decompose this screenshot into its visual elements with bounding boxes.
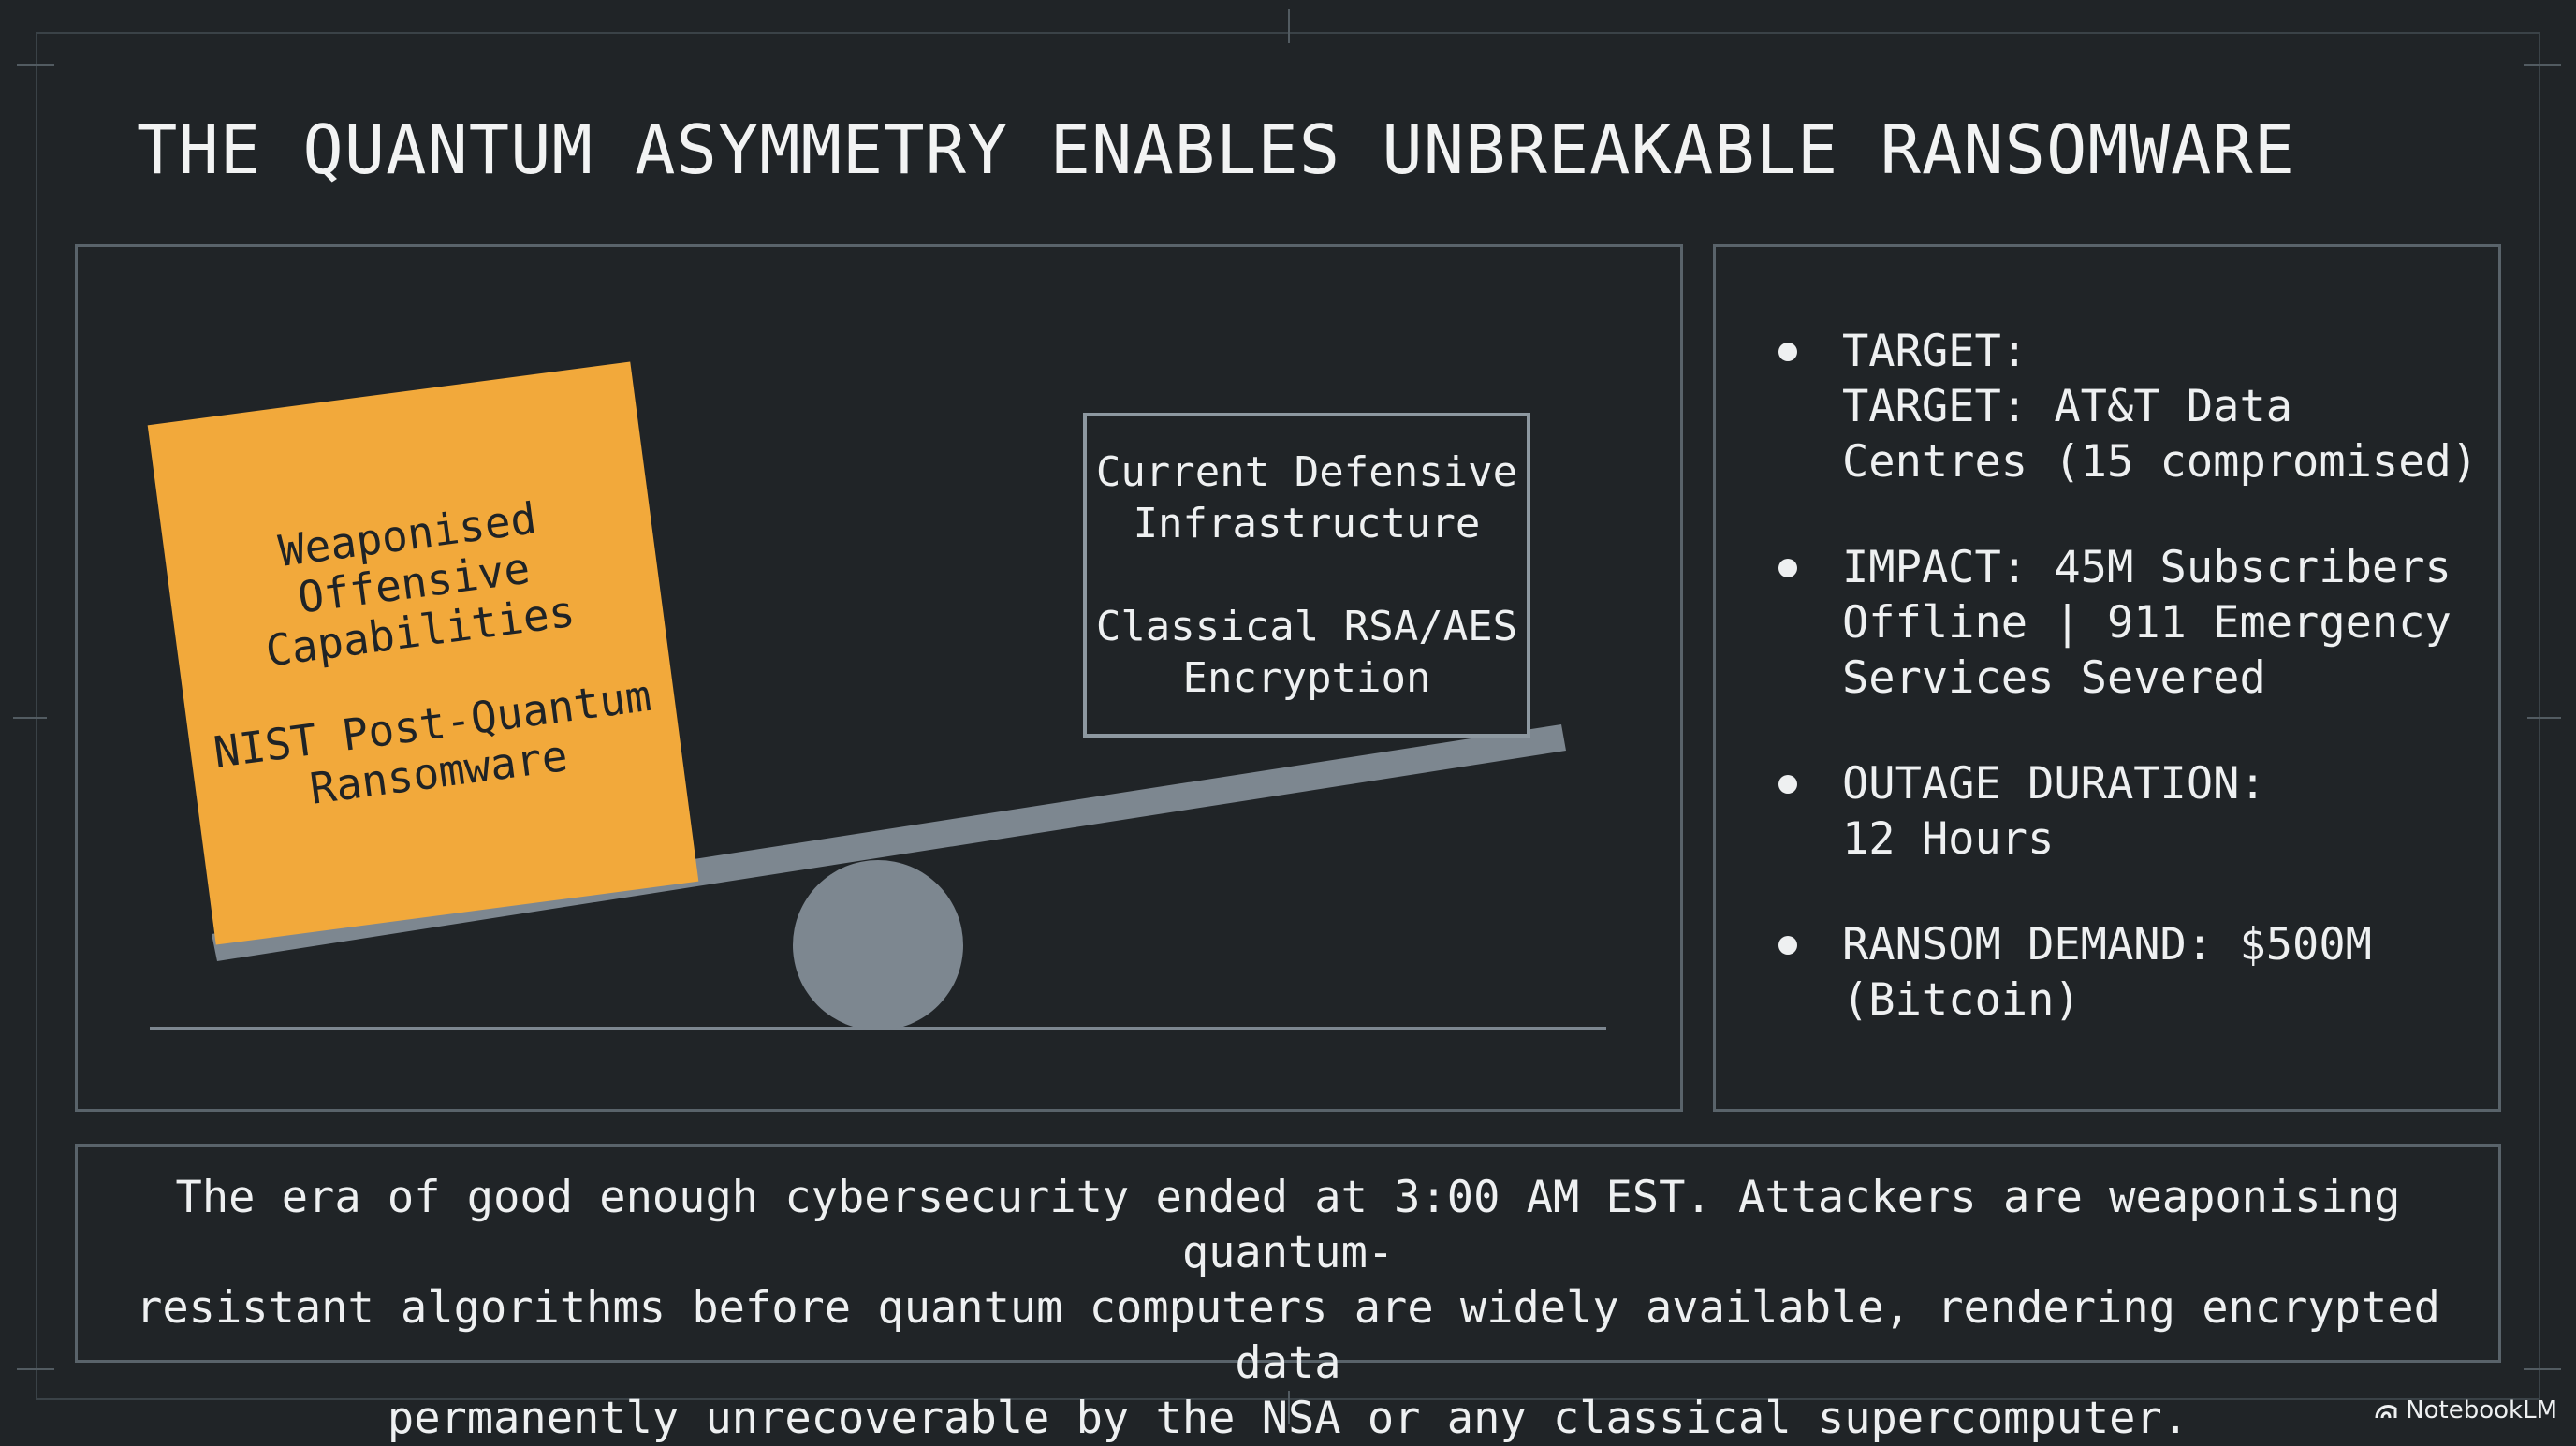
frame-tick bbox=[2527, 717, 2561, 719]
brand-label: NotebookLM bbox=[2406, 1396, 2557, 1424]
fact-item-impact: IMPACT: 45M Subscribers Offline | 911 Em… bbox=[1778, 540, 2490, 706]
bullet-icon bbox=[1778, 559, 1797, 577]
defense-weight-box: Current Defensive Infrastructure Classic… bbox=[1083, 413, 1530, 738]
fulcrum bbox=[793, 860, 963, 1030]
frame-tick bbox=[17, 64, 54, 66]
frame-tick bbox=[2524, 1368, 2561, 1370]
fact-item-ransom: RANSOM DEMAND: $500M (Bitcoin) bbox=[1778, 917, 2490, 1028]
facts-panel bbox=[1713, 244, 2501, 1112]
fact-item-target: TARGET: TARGET: AT&T Data Centres (15 co… bbox=[1778, 324, 2490, 489]
conclusion-text: The era of good enough cybersecurity end… bbox=[136, 1172, 2440, 1444]
seesaw-panel bbox=[75, 244, 1683, 1112]
bullet-icon bbox=[1778, 936, 1797, 955]
bullet-icon bbox=[1778, 343, 1797, 361]
frame-tick bbox=[1288, 9, 1290, 43]
facts-list: TARGET: TARGET: AT&T Data Centres (15 co… bbox=[1778, 324, 2490, 1078]
defense-sublabel: Classical RSA/AES Encryption bbox=[1095, 603, 1518, 702]
slide-title: THE QUANTUM ASYMMETRY ENABLES UNBREAKABL… bbox=[137, 110, 2296, 189]
frame-tick bbox=[17, 1368, 54, 1370]
notebooklm-logo-icon bbox=[2375, 1405, 2397, 1419]
frame-tick bbox=[13, 717, 47, 719]
defense-label: Current Defensive Infrastructure bbox=[1095, 448, 1518, 548]
frame-tick bbox=[2524, 64, 2561, 66]
notebooklm-branding: NotebookLM bbox=[2374, 1396, 2557, 1424]
offense-sublabel: NIST Post-Quantum Ransomware bbox=[211, 669, 654, 814]
seesaw-beam bbox=[212, 724, 1566, 961]
fact-item-outage: OUTAGE DURATION: 12 Hours bbox=[1778, 756, 2490, 867]
bullet-icon bbox=[1778, 775, 1797, 794]
offense-label: Weaponised Offensive Capabilities bbox=[262, 492, 578, 677]
conclusion-panel bbox=[75, 1144, 2501, 1363]
frame-tick bbox=[1288, 1391, 1290, 1424]
offense-weight-card: Weaponised Offensive Capabilities NIST P… bbox=[147, 361, 699, 945]
